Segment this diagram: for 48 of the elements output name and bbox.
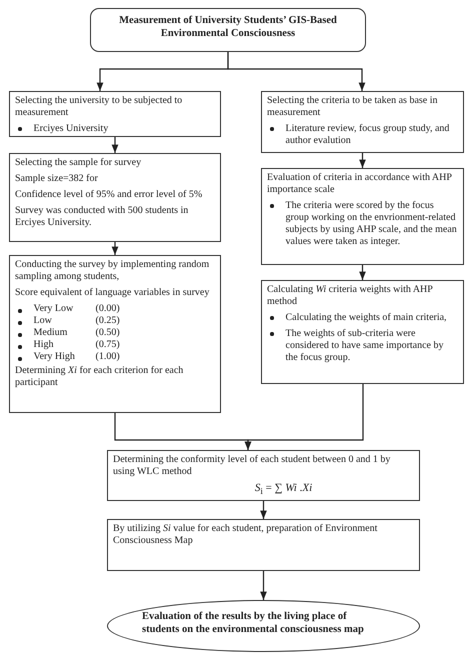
process-box: [261, 91, 464, 153]
scale-value: (0.50): [96, 327, 120, 339]
arrow: [244, 384, 364, 450]
step-text: By utilizing Si value for each student, preparation of Environment Consciousness Map: [113, 523, 378, 547]
step-text: Determining the conformity level of each student between 0 and 1 by using WLC method: [113, 454, 392, 478]
process-box: [9, 153, 221, 242]
scale-value: (0.25): [96, 315, 120, 327]
process-box: [261, 168, 464, 265]
scale-value: (0.00): [96, 303, 120, 315]
step-text: Conducting the survey by implementing random sampling among students,: [15, 259, 210, 283]
scale-value: (1.00): [96, 351, 120, 363]
bullet-text: The criteria were scored by the focus group working on the envrionment-related subjects by using AHP scale, and the mean values were taken as integer.: [286, 200, 458, 248]
bullet-text: Literature review, focus group study, and author evalution: [286, 123, 450, 147]
title-text: Evaluation of the results by the living place of students on the environmental consciousness map: [142, 611, 365, 637]
arrow: [112, 137, 118, 153]
scale-label: Very Low: [34, 303, 74, 315]
step-text: Sample size=382 for: [15, 173, 99, 185]
arrow: [227, 52, 366, 91]
step-text: Determining Xi for each criterion for each participant: [15, 365, 184, 389]
step-text: Selecting the criteria to be taken as base in measurement: [267, 95, 438, 119]
process-box: [261, 280, 464, 384]
scale-label: Low: [34, 315, 53, 327]
arrow: [260, 571, 267, 600]
title-text: Measurement of University Students’ GIS-Based Environmental Consciousness: [118, 15, 338, 41]
bullet-text: Erciyes University: [34, 123, 108, 135]
step-text: Survey was conducted with 500 students in Erciyes University.: [15, 205, 190, 229]
title-box: [90, 8, 366, 52]
step-text: Selecting the university to be subjected to measurement: [15, 95, 184, 119]
step-text: Score equivalent of language variables in survey: [15, 287, 210, 299]
formula-text: S$_{i}$ = ∑ Wi .Xi: [254, 482, 314, 498]
step-text: Calculating Wi criteria weights with AHP method: [267, 284, 434, 308]
process-box: [107, 519, 420, 571]
scale-label: High: [34, 339, 54, 351]
step-text: Selecting the sample for survey: [15, 157, 142, 169]
process-box: [9, 255, 221, 413]
process-box: [9, 91, 221, 137]
scale-value: (0.75): [96, 339, 120, 351]
arrow: [359, 265, 366, 280]
arrow: [112, 242, 118, 255]
bullet-text: The weights of sub-criteria were considered to have same importance by the focus group.: [286, 328, 444, 364]
bullet-text: Calculating the weights of main criteria,: [286, 312, 447, 324]
step-text: Confidence level of 95% and error level of 5%: [15, 189, 204, 201]
process-box: [107, 450, 420, 501]
arrow: [260, 501, 267, 519]
scale-label: Medium: [34, 327, 68, 339]
step-text: Evaluation of criteria in accordance with AHP importance scale: [267, 172, 453, 196]
arrow: [359, 153, 366, 168]
scale-label: Very High: [34, 351, 76, 363]
